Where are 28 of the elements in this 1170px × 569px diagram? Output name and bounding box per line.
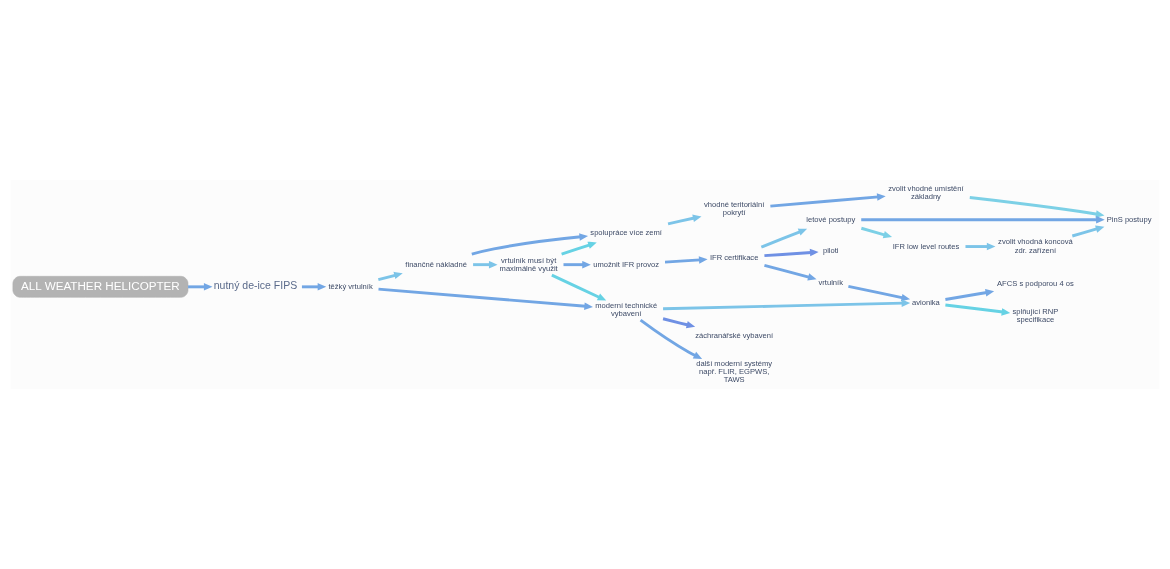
arrow	[663, 299, 911, 311]
arrow	[760, 228, 808, 249]
arrow	[563, 260, 591, 269]
node-text: nutný de-ice FIPS	[213, 279, 298, 292]
arrow	[473, 260, 498, 269]
arrow	[664, 256, 708, 264]
arrow	[945, 303, 1011, 316]
arrow	[471, 233, 589, 256]
arrow	[662, 317, 696, 329]
arrow	[770, 193, 886, 208]
arrow	[301, 283, 327, 291]
arrow	[764, 248, 819, 258]
arrow	[965, 242, 996, 251]
arrow	[639, 319, 703, 360]
arrow	[861, 215, 1105, 224]
arrow	[551, 273, 607, 301]
arrow	[860, 226, 893, 239]
arrow	[945, 289, 995, 301]
arrow	[969, 196, 1105, 218]
arrow	[377, 271, 403, 282]
arrow	[1071, 225, 1105, 238]
arrow	[667, 214, 702, 226]
arrow	[848, 284, 911, 302]
arrow	[764, 264, 817, 281]
arrow	[378, 287, 593, 310]
arrow	[188, 283, 213, 291]
node-box: ALL WEATHER HELICOPTER	[12, 276, 189, 298]
arrow	[561, 241, 597, 256]
